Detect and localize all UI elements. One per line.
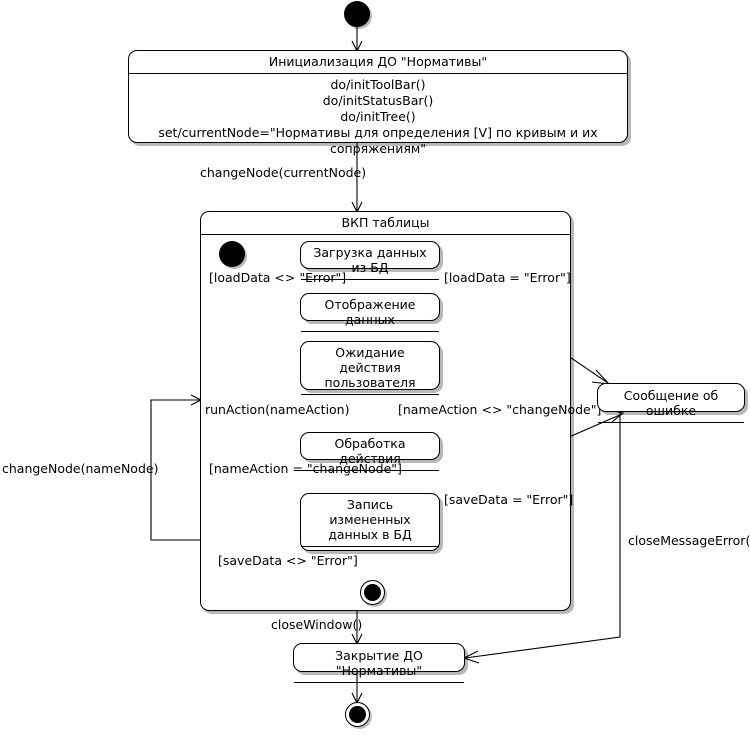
state-load-data-title: Загрузка данных из БД xyxy=(301,242,439,280)
inner-final-node xyxy=(360,580,385,605)
label-save-error: [saveData = "Error"] xyxy=(444,492,574,507)
state-process-action-title: Обработка действия xyxy=(301,433,439,471)
label-action-change-node: [nameAction = "changeNode"] xyxy=(209,461,402,476)
inner-start-node xyxy=(219,241,245,267)
inner-final-node-dot xyxy=(364,584,381,601)
state-wait-user-action-title: Ожидание действия пользователя xyxy=(301,342,439,395)
final-node xyxy=(345,702,370,727)
state-composite-table-title: ВКП таблицы xyxy=(201,212,570,235)
label-change-node-name: changeNode(nameNode) xyxy=(2,461,159,476)
edge-error-to-close xyxy=(464,412,621,659)
state-display-data[interactable]: Отображение данных xyxy=(300,293,440,332)
state-process-action[interactable]: Обработка действия xyxy=(300,432,440,471)
state-error-message-title: Сообщение об ошибке xyxy=(598,384,744,423)
state-init-title: Инициализация ДО "Нормативы" xyxy=(129,51,627,74)
state-wait-user-action[interactable]: Ожидание действия пользователя xyxy=(300,341,440,395)
final-node-dot xyxy=(349,706,366,723)
state-error-message[interactable]: Сообщение об ошибке xyxy=(597,383,745,423)
arrowhead-load-to-error xyxy=(591,369,611,385)
state-init[interactable]: Инициализация ДО "Нормативы" do/initTool… xyxy=(128,50,628,156)
state-save-data[interactable]: Запись измененных данных в БД xyxy=(300,493,440,551)
label-run-action: runAction(nameAction) xyxy=(205,402,350,417)
label-action-other: [nameAction <> "changeNode"] xyxy=(398,402,602,417)
state-save-data-title: Запись измененных данных в БД xyxy=(301,494,439,547)
state-close-window-title: Закрытие ДО "Нормативы" xyxy=(294,644,464,683)
label-load-ok: [loadData <> "Error"] xyxy=(209,270,347,285)
state-init-body: do/initToolBar() do/initStatusBar() do/i… xyxy=(158,77,598,156)
state-close-window[interactable]: Закрытие ДО "Нормативы" xyxy=(293,643,465,683)
label-save-ok: [saveData <> "Error"] xyxy=(218,553,358,568)
start-node xyxy=(344,1,370,27)
state-display-data-title: Отображение данных xyxy=(301,294,439,332)
label-change-node-current: changeNode(currentNode) xyxy=(200,165,367,180)
label-load-error: [loadData = "Error"] xyxy=(444,270,571,285)
label-close-window: closeWindow() xyxy=(271,617,363,632)
state-load-data[interactable]: Загрузка данных из БД xyxy=(300,241,440,280)
label-close-message-error: closeMessageError() xyxy=(628,533,750,548)
